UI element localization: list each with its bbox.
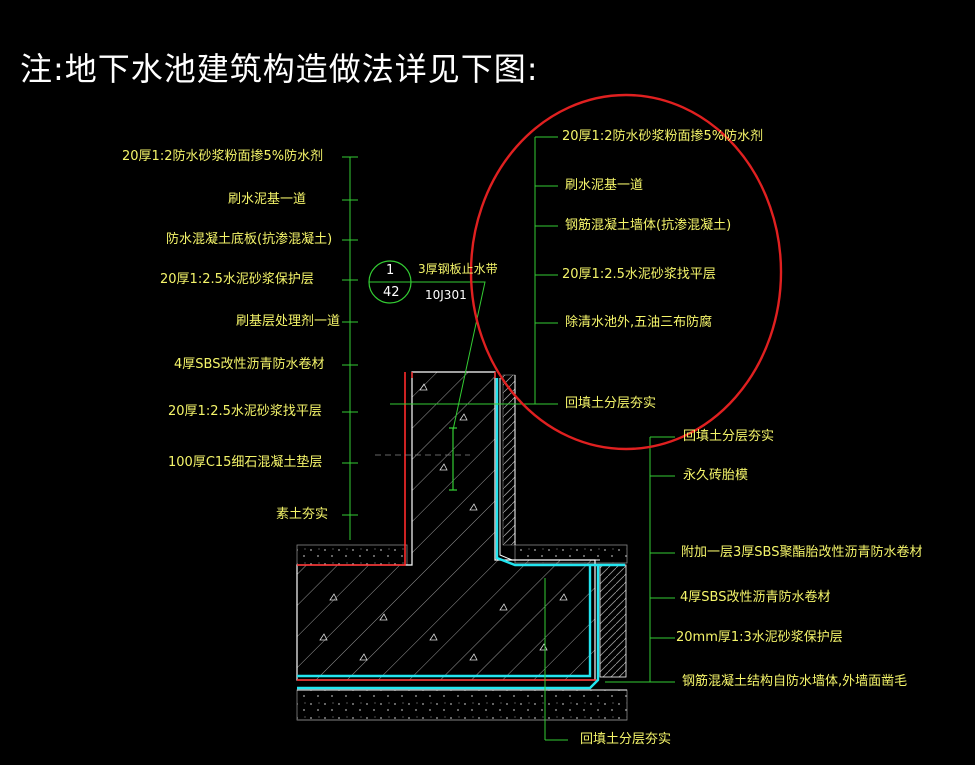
circled-label: 回填土分层夯实 [565,396,657,411]
left-label: 4厚SBS改性沥青防水卷材 [174,357,325,372]
waterstop-leader [410,281,486,431]
membrane-inner [499,378,600,561]
waterstop-label: 3厚钢板止水带 [418,262,498,276]
wall-outer-hatch [502,374,516,546]
circled-label: 刷水泥基一道 [565,178,644,193]
circled-label: 20厚1:2.5水泥砂浆找平层 [562,267,716,282]
right-label: 钢筋混凝土结构自防水墙体,外墙面凿毛 [682,674,908,689]
right-leader-ticks [605,436,675,683]
right-label: 20mm厚1:3水泥砂浆保护层 [676,630,843,645]
right-label: 永久砖胎模 [683,468,749,483]
page-title: 注:地下水池建筑构造做法详见下图: [20,50,539,88]
bottom-bedding [296,689,628,721]
left-label: 100厚C15细石混凝土垫层 [168,455,323,470]
left-label: 防水混凝土底板(抗渗混凝土) [166,232,333,247]
left-label: 刷水泥基一道 [228,192,307,207]
waterproof-membrane [297,378,625,690]
left-label: 刷基层处理剂一道 [236,314,341,329]
right-label: 4厚SBS改性沥青防水卷材 [680,590,831,605]
left-label: 20厚1:2.5水泥砂浆找平层 [168,404,322,419]
concrete-wall-slab [296,371,596,681]
circled-leader-ticks [390,136,558,405]
circled-label: 20厚1:2防水砂浆粉面掺5%防水剂 [562,129,764,144]
left-label: 素土夯实 [276,507,329,522]
detail-ref-number: 1 [386,263,395,278]
brick-mould [599,564,627,678]
left-label: 20厚1:2.5水泥砂浆保护层 [160,272,314,287]
bedding-layer [296,544,408,566]
highlight-ellipse [469,93,783,451]
right-label: 回填土分层夯实 [683,429,775,444]
bottom-label: 回填土分层夯实 [580,732,672,747]
circled-label: 钢筋混凝土墙体(抗渗混凝土) [565,218,732,233]
waterstop-code: 10J301 [425,288,467,302]
detail-ref-sheet: 42 [383,285,400,300]
circled-label: 除清水池外,五油三布防腐 [565,315,713,330]
left-leader-ticks [342,156,358,516]
right-label: 附加一层3厚SBS聚酯胎改性沥青防水卷材 [681,545,923,560]
red-top-line [411,372,496,378]
left-label: 20厚1:2防水砂浆粉面掺5%防水剂 [122,149,324,164]
red-finish-line [297,372,406,566]
